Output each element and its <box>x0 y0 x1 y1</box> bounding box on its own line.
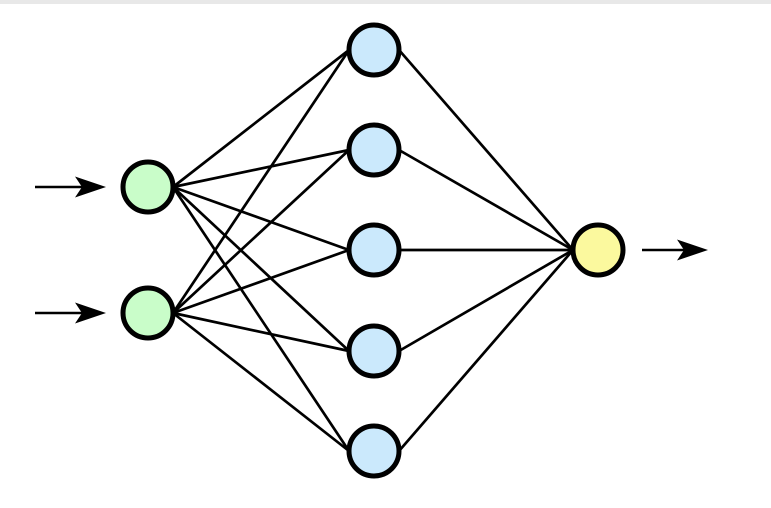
edge-h1-out1 <box>397 49 575 251</box>
input-node-1 <box>120 159 176 215</box>
window-top-border <box>0 0 771 4</box>
hidden-node-4 <box>346 323 402 379</box>
edge-in1-h4 <box>172 186 350 352</box>
hidden-node-3 <box>346 222 402 278</box>
hidden-node-5 <box>346 423 402 479</box>
edge-in1-h5 <box>171 186 351 452</box>
input-arrow-2-head-icon <box>75 302 106 324</box>
output-arrow-head-icon <box>677 239 708 261</box>
hidden-node-2 <box>346 122 402 178</box>
edge-h4-out1 <box>398 248 574 353</box>
edge-h2-out1 <box>398 148 574 252</box>
hidden-node-1 <box>346 22 402 78</box>
input-arrow-1-head-icon <box>75 176 106 198</box>
input-node-2 <box>120 285 176 341</box>
output-node-1 <box>570 222 626 278</box>
edge-in2-h1 <box>171 49 351 314</box>
edge-in1-h1 <box>172 48 350 189</box>
edge-in2-h2 <box>172 149 350 314</box>
edge-in2-h3 <box>172 248 350 315</box>
edge-in2-h5 <box>172 311 350 453</box>
edge-in1-h2 <box>172 148 350 189</box>
edge-in1-h3 <box>172 185 350 252</box>
edge-h5-out1 <box>397 249 575 452</box>
edge-in2-h4 <box>172 311 350 353</box>
